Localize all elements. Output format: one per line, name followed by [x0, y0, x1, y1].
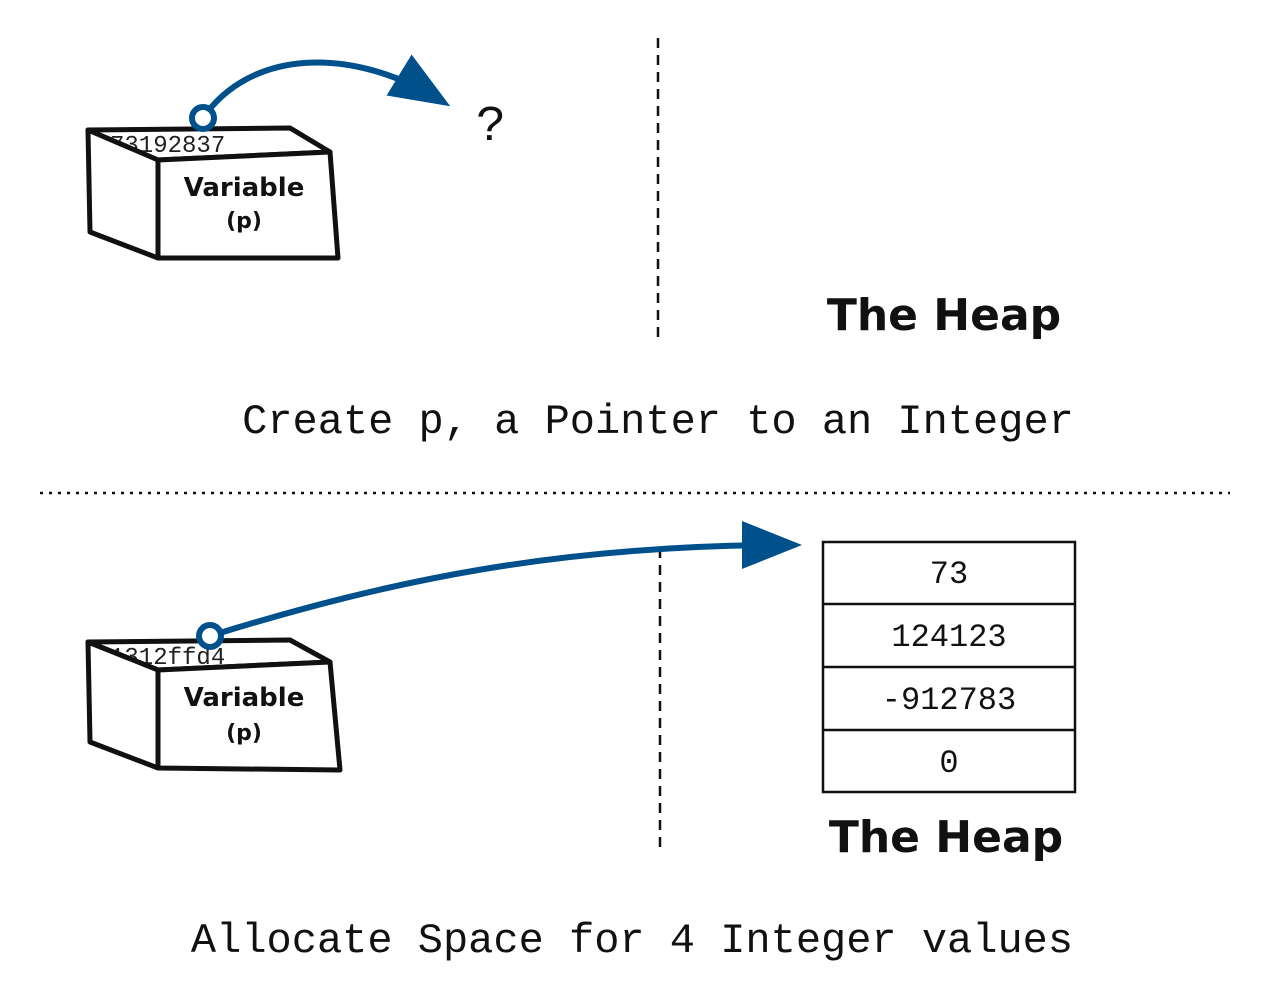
heap-cell: -912783 [882, 682, 1016, 719]
pointer-arrow [200, 54, 451, 120]
heap-label: The Heap [827, 290, 1061, 341]
heap-cell: 0 [939, 745, 958, 782]
caption: Allocate Space for 4 Integer values [191, 917, 1073, 965]
heap-block: 73 124123 -912783 0 [821, 540, 1077, 794]
heap-cell: 124123 [891, 619, 1006, 656]
panel-2: 1312ffd4 Variable (p) 73 124123 -912783 … [85, 521, 1077, 965]
variable-box: 1312ffd4 Variable (p) [85, 637, 343, 773]
panel-1: 73192837 Variable (p) ? The Heap Create … [85, 38, 1074, 446]
heap-label: The Heap [829, 812, 1063, 863]
variable-label: Variable [184, 683, 305, 713]
pointer-target-unknown: ? [476, 99, 506, 156]
variable-sublabel: (p) [226, 209, 262, 234]
pointer-origin-icon [189, 104, 217, 132]
variable-sublabel: (p) [226, 721, 262, 746]
pointer-origin-icon [196, 622, 224, 650]
pointer-arrow [209, 521, 802, 639]
variable-box: 73192837 Variable (p) [85, 125, 341, 261]
variable-label: Variable [184, 173, 305, 203]
caption: Create p, a Pointer to an Integer [242, 398, 1074, 446]
heap-cell: 73 [930, 556, 968, 593]
